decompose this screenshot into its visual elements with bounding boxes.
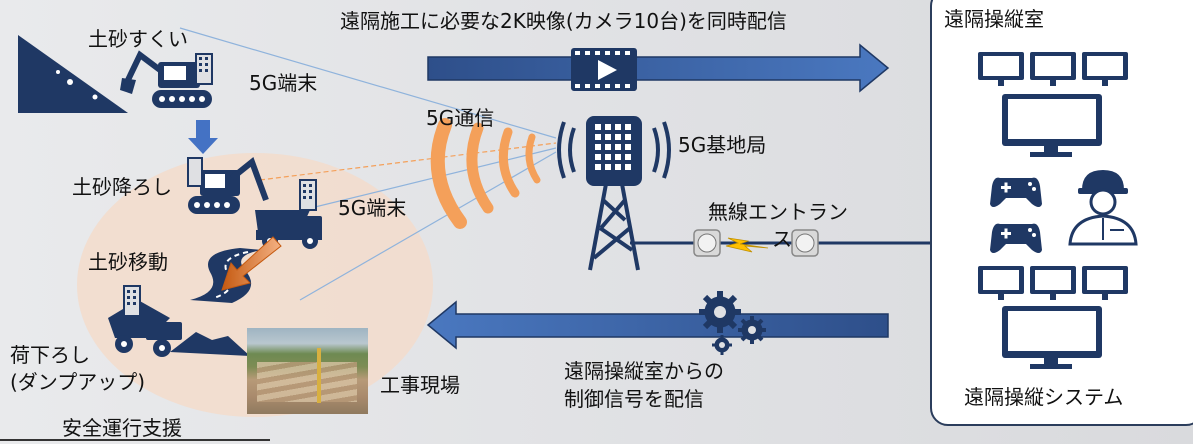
monitor-icon bbox=[1082, 52, 1128, 86]
label-signal-line2: 制御信号を配信 bbox=[564, 387, 704, 411]
excavator-icon bbox=[120, 50, 213, 108]
slope-icon bbox=[18, 35, 128, 113]
flow-arrow-orange bbox=[221, 236, 282, 291]
label-move: 土砂移動 bbox=[88, 250, 168, 274]
label-system: 遠隔操縦システム bbox=[964, 385, 1124, 409]
monitor-icon bbox=[978, 52, 1024, 86]
dump-truck-icon bbox=[255, 179, 322, 249]
radio-dish-icon bbox=[693, 229, 819, 257]
monitor-icon bbox=[1082, 266, 1128, 300]
flow-arrow-down bbox=[188, 120, 218, 154]
label-radio-entrance-2: ス bbox=[772, 227, 792, 251]
gamepad-icon bbox=[990, 223, 1042, 253]
construction-site-photo bbox=[247, 328, 368, 414]
label-radio-entrance: 無線エントラン bbox=[708, 200, 848, 224]
antenna-tower-icon bbox=[557, 116, 671, 271]
label-signal-line1: 遠隔操縦室からの bbox=[564, 359, 724, 383]
label-unload: 土砂降ろし bbox=[72, 175, 172, 199]
label-terminal-mid: 5G端末 bbox=[338, 196, 407, 220]
monitor-icon bbox=[978, 266, 1024, 300]
video-play-icon bbox=[571, 48, 637, 91]
label-terminal-top: 5G端末 bbox=[249, 71, 318, 95]
label-room-title: 遠隔操縦室 bbox=[944, 7, 1044, 31]
label-dump-sub: (ダンプアップ) bbox=[10, 370, 146, 394]
label-excavate: 土砂すくい bbox=[88, 27, 188, 51]
monitor-icon bbox=[1030, 266, 1076, 300]
label-safety: 安全運行支援 bbox=[62, 416, 182, 440]
dump-truck-icon bbox=[108, 285, 250, 357]
5g-wave-icon bbox=[430, 118, 541, 229]
label-base-station: 5G基地局 bbox=[678, 133, 767, 157]
safety-underline bbox=[0, 439, 270, 441]
control-arrow bbox=[426, 300, 889, 350]
label-site: 工事現場 bbox=[380, 373, 460, 397]
monitor-icon bbox=[1002, 94, 1102, 157]
gears-icon bbox=[699, 291, 766, 355]
operator-icon bbox=[1068, 170, 1138, 246]
broadcast-arrow bbox=[427, 43, 890, 93]
label-5g-comm: 5G通信 bbox=[426, 106, 495, 130]
monitor-icon bbox=[1002, 306, 1102, 369]
label-dump: 荷下ろし bbox=[10, 343, 90, 367]
excavator-icon bbox=[187, 157, 269, 214]
gamepad-icon bbox=[990, 177, 1042, 207]
broadcast-caption: 遠隔施工に必要な2K映像(カメラ10台)を同時配信 bbox=[340, 9, 787, 33]
monitor-icon bbox=[1030, 52, 1076, 86]
